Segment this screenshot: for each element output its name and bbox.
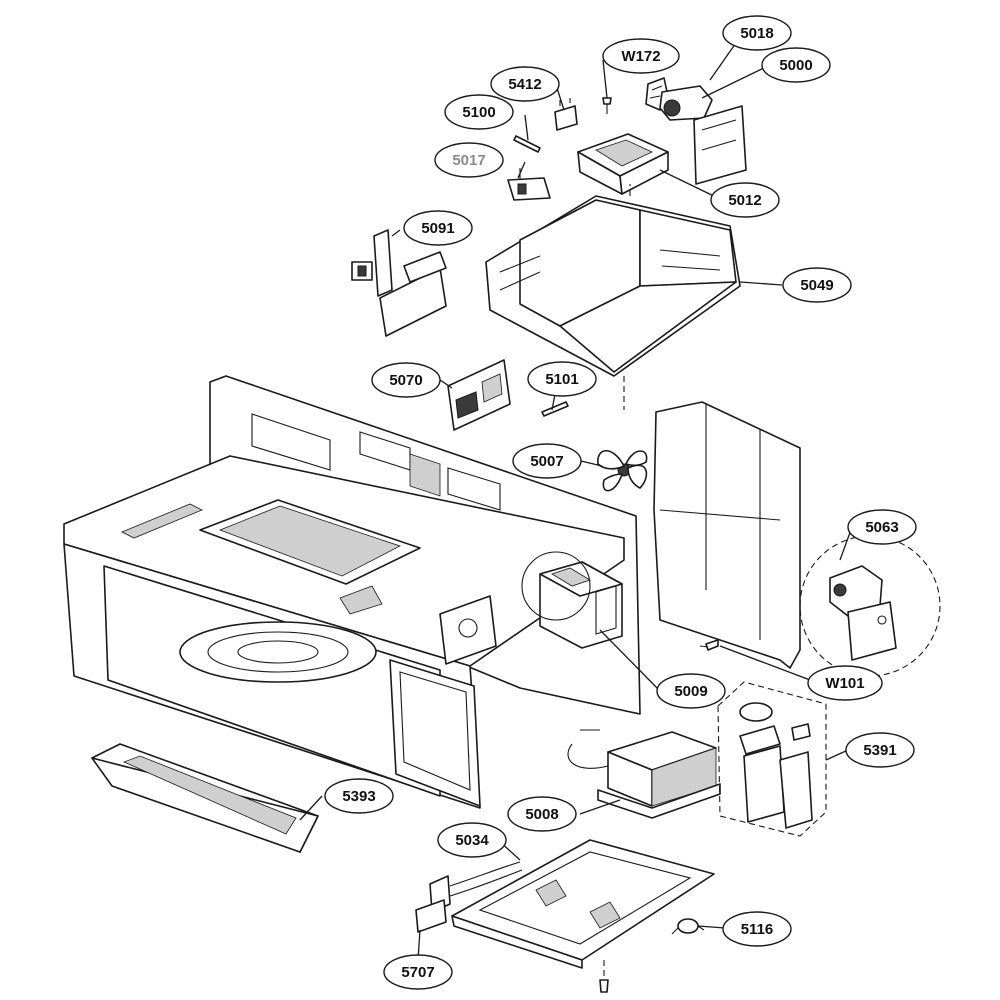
part-5393-vent-grille	[91, 743, 319, 853]
callout-label: 5034	[455, 832, 489, 849]
callout-5707: 5707	[383, 954, 453, 990]
callout-w172: W172	[602, 38, 680, 74]
callout-label: W101	[825, 675, 864, 692]
callout-label: 5007	[530, 453, 563, 470]
screw-w172	[602, 97, 612, 114]
part-5412-thermal-fuse	[554, 98, 578, 131]
callout-label: 5091	[421, 220, 454, 237]
part-5049-air-duct	[485, 184, 741, 410]
callout-5412: 5412	[490, 66, 560, 102]
callout-5018: 5018	[722, 15, 792, 51]
callout-5007: 5007	[512, 443, 582, 479]
callout-5116: 5116	[722, 911, 792, 947]
part-5707-noise-filter	[415, 861, 523, 933]
callout-label: 5009	[674, 683, 707, 700]
callout-5009: 5009	[656, 673, 726, 709]
part-5017-switch-bracket	[507, 168, 551, 201]
part-5391-hv-capacitor-assembly	[717, 681, 827, 837]
part-5100-shaft	[513, 135, 541, 153]
callout-label: W172	[621, 48, 660, 65]
callout-label: 5391	[863, 742, 896, 759]
part-5000-damper-motor	[659, 85, 747, 185]
callout-5101: 5101	[527, 361, 597, 397]
callout-5000: 5000	[761, 47, 831, 83]
part-5007-fan-blade	[597, 449, 648, 492]
callout-label: 5070	[389, 372, 422, 389]
part-5034-base-plate	[451, 839, 715, 993]
microwave-cavity	[63, 375, 641, 809]
callout-5034: 5034	[437, 822, 507, 858]
callout-label: 5101	[545, 371, 578, 388]
callout-5091: 5091	[403, 210, 473, 246]
callout-label: 5018	[740, 25, 773, 42]
callout-5012: 5012	[710, 182, 780, 218]
callout-label: 5116	[741, 921, 774, 938]
callout-label: 5012	[728, 192, 761, 209]
callout-label: 5008	[525, 806, 558, 823]
part-5091-bracket	[351, 229, 447, 337]
part-5012-fan-motor-block	[577, 133, 669, 195]
part-5070-relay-board	[447, 359, 511, 431]
callout-label: 5393	[342, 788, 375, 805]
callout-label: 5017	[452, 152, 485, 169]
callout-5393: 5393	[324, 778, 394, 814]
callout-label: 5100	[462, 104, 495, 121]
part-5063-sensor-detail	[799, 535, 941, 677]
callout-label: 5063	[865, 519, 898, 536]
callout-w101: W101	[807, 665, 883, 701]
callout-label: 5707	[401, 964, 434, 981]
callout-label: 5000	[779, 57, 812, 74]
callout-5063: 5063	[847, 509, 917, 545]
callout-label: 5049	[800, 277, 833, 294]
screw-w101	[699, 639, 719, 651]
callout-5070: 5070	[371, 362, 441, 398]
callout-5391: 5391	[845, 732, 915, 768]
callout-5017: 5017	[434, 142, 504, 178]
part-5009-magnetron	[521, 551, 623, 649]
callout-5008: 5008	[507, 796, 577, 832]
callout-label: 5412	[508, 76, 541, 93]
callout-5100: 5100	[444, 94, 514, 130]
part-5008-transformer	[567, 729, 721, 819]
leader-lines	[299, 39, 853, 961]
callout-5049: 5049	[782, 267, 852, 303]
part-side-plate	[653, 401, 801, 669]
part-5101-shaft	[541, 401, 569, 417]
